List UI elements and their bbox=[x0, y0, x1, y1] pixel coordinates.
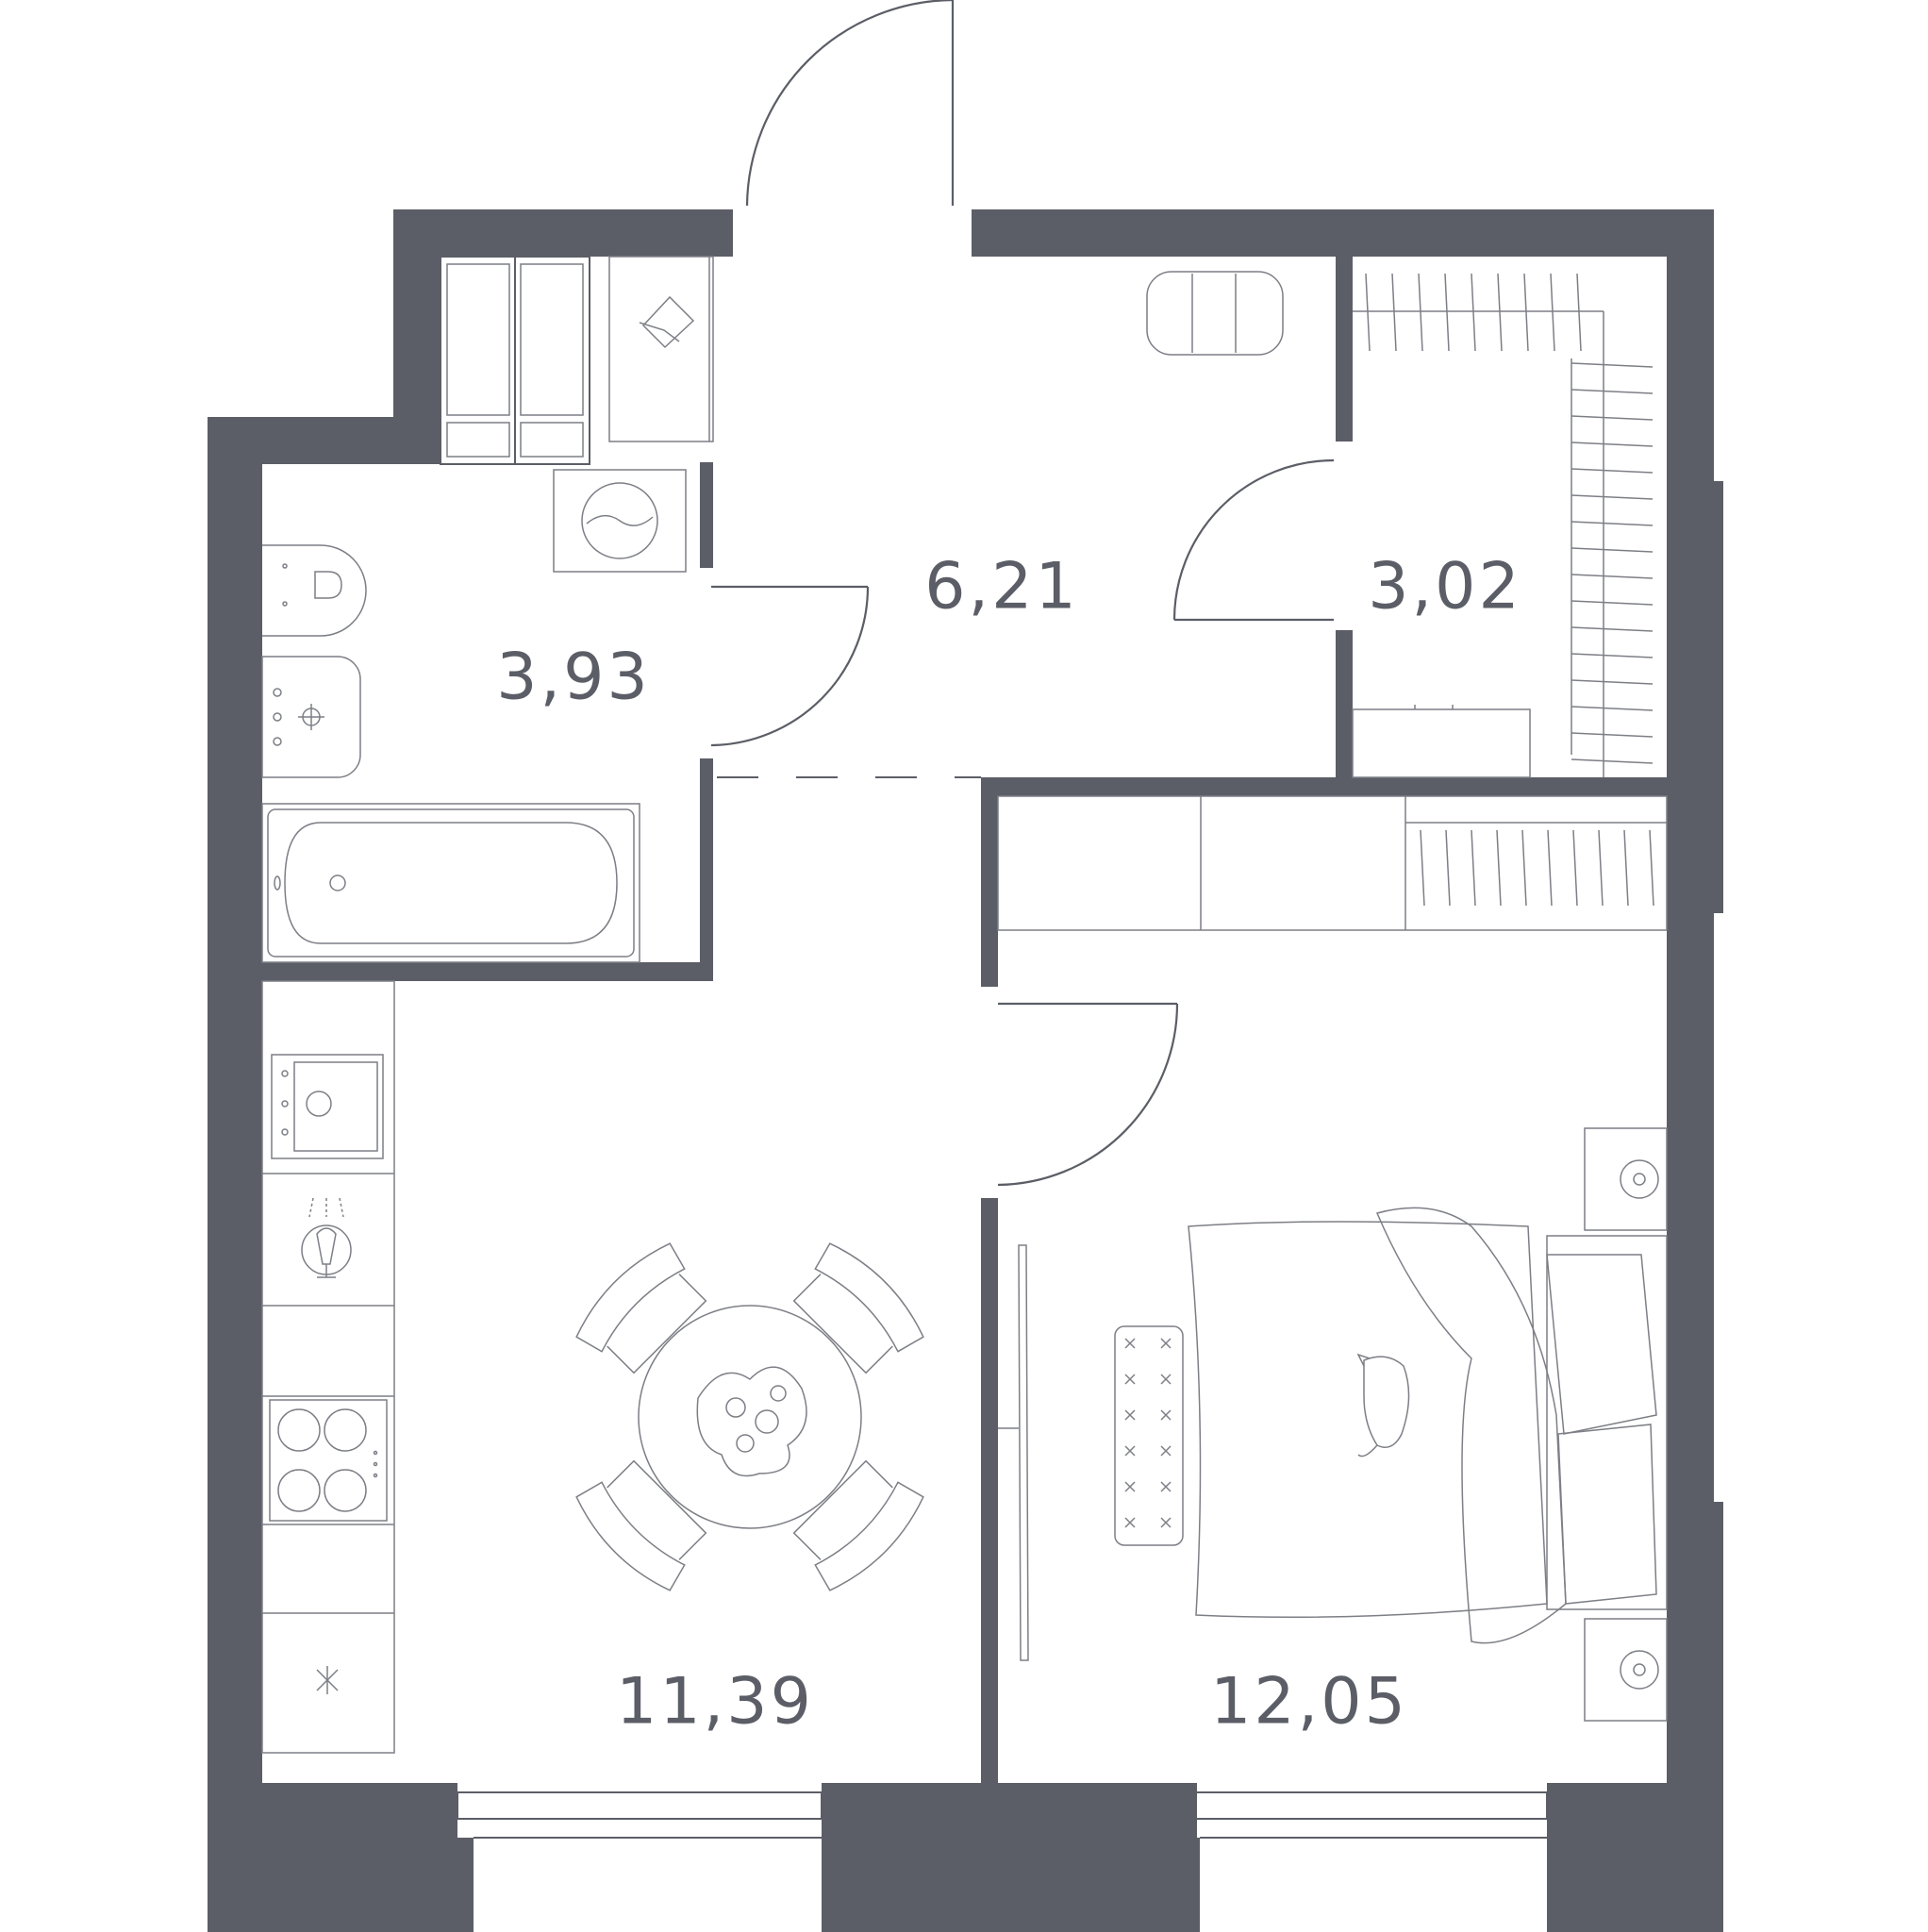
hanger-line bbox=[1571, 468, 1654, 474]
kitchen-counter bbox=[261, 980, 395, 1754]
hanger-line bbox=[1571, 415, 1654, 421]
book-icon bbox=[639, 295, 695, 349]
hanger-line bbox=[1365, 273, 1371, 352]
hanger-line bbox=[1124, 1481, 1136, 1492]
hanger-line bbox=[1160, 1517, 1172, 1528]
area-hallway: 6,21 bbox=[924, 550, 1078, 625]
hanger-line bbox=[1124, 1445, 1136, 1457]
wardrobe-rails bbox=[1352, 273, 1654, 778]
bed-icon bbox=[1114, 1207, 1668, 1644]
stove-icon bbox=[269, 1399, 388, 1522]
hanger-line bbox=[1598, 829, 1604, 907]
washing-machine-icon bbox=[553, 469, 687, 573]
hanger-line bbox=[1124, 1409, 1136, 1421]
hanger-line bbox=[1547, 829, 1553, 907]
fridge-icon bbox=[316, 1666, 339, 1694]
flower-bouquet-icon bbox=[696, 1366, 807, 1477]
cat-icon bbox=[1356, 1353, 1410, 1457]
hanger-line bbox=[1124, 1517, 1136, 1528]
hanger-line bbox=[1571, 653, 1654, 658]
hanger-line bbox=[1523, 273, 1529, 352]
hanger-line bbox=[1124, 1338, 1136, 1349]
hanger-line bbox=[1571, 600, 1654, 606]
hanger-line bbox=[1649, 829, 1654, 907]
dining-table-icon bbox=[575, 1242, 924, 1591]
hanger-line bbox=[1571, 706, 1654, 711]
entry-cabinets bbox=[440, 256, 714, 465]
hanger-line bbox=[1571, 732, 1654, 738]
hanger-line bbox=[1445, 829, 1451, 907]
bedroom-wardrobe bbox=[997, 795, 1668, 931]
hanger-line bbox=[1572, 829, 1578, 907]
area-labels: 3,93 6,21 3,02 11,39 12,05 bbox=[496, 550, 1521, 1740]
faucet-icon bbox=[301, 1197, 352, 1278]
hanger-line bbox=[1623, 829, 1629, 907]
windows bbox=[457, 1791, 1548, 1839]
sink-tap-icon bbox=[271, 1054, 384, 1159]
area-kitchen-living: 11,39 bbox=[616, 1665, 814, 1740]
nightstand-lamp-icon bbox=[1584, 1127, 1668, 1722]
toilet-icon bbox=[262, 544, 367, 637]
hanger-line bbox=[1571, 362, 1654, 368]
bathtub-icon bbox=[261, 803, 640, 963]
hanger-line bbox=[1160, 1445, 1172, 1457]
hanger-line bbox=[1471, 829, 1476, 907]
hanger-line bbox=[1160, 1481, 1172, 1492]
hanger-line bbox=[1571, 758, 1654, 764]
hanger-line bbox=[1124, 1374, 1136, 1385]
hanger-line bbox=[1571, 521, 1654, 526]
hanger-line bbox=[1160, 1409, 1172, 1421]
hanger-line bbox=[1571, 494, 1654, 500]
hanger-line bbox=[1571, 679, 1654, 685]
pillow-buttons bbox=[1124, 1338, 1172, 1528]
hanger-line bbox=[1497, 273, 1503, 352]
hanger-line bbox=[1160, 1338, 1172, 1349]
armchair-icon bbox=[1146, 271, 1284, 356]
hanger-line bbox=[1550, 273, 1555, 352]
area-bathroom: 3,93 bbox=[496, 641, 650, 715]
hanger-line bbox=[1571, 626, 1654, 632]
hanger-line bbox=[1571, 441, 1654, 447]
hanger-line bbox=[1496, 829, 1502, 907]
walls bbox=[208, 209, 1723, 1932]
area-bedroom: 12,05 bbox=[1210, 1665, 1408, 1740]
hanger-line bbox=[1571, 547, 1654, 553]
hanger-line bbox=[1571, 574, 1654, 579]
hanger-line bbox=[1571, 389, 1654, 394]
hanger-line bbox=[1444, 273, 1450, 352]
sink-icon bbox=[261, 656, 361, 778]
hanger-line bbox=[1576, 273, 1582, 352]
hanger-line bbox=[1160, 1374, 1172, 1385]
tv-icon bbox=[998, 1244, 1029, 1661]
hanger-line bbox=[1418, 273, 1423, 352]
hanger-line bbox=[1521, 829, 1527, 907]
hanger-line bbox=[1471, 273, 1476, 352]
doors bbox=[710, 0, 1335, 1187]
hanger-line bbox=[1391, 273, 1397, 352]
hanger-line bbox=[1420, 829, 1425, 907]
area-wardrobe: 3,02 bbox=[1368, 550, 1521, 625]
